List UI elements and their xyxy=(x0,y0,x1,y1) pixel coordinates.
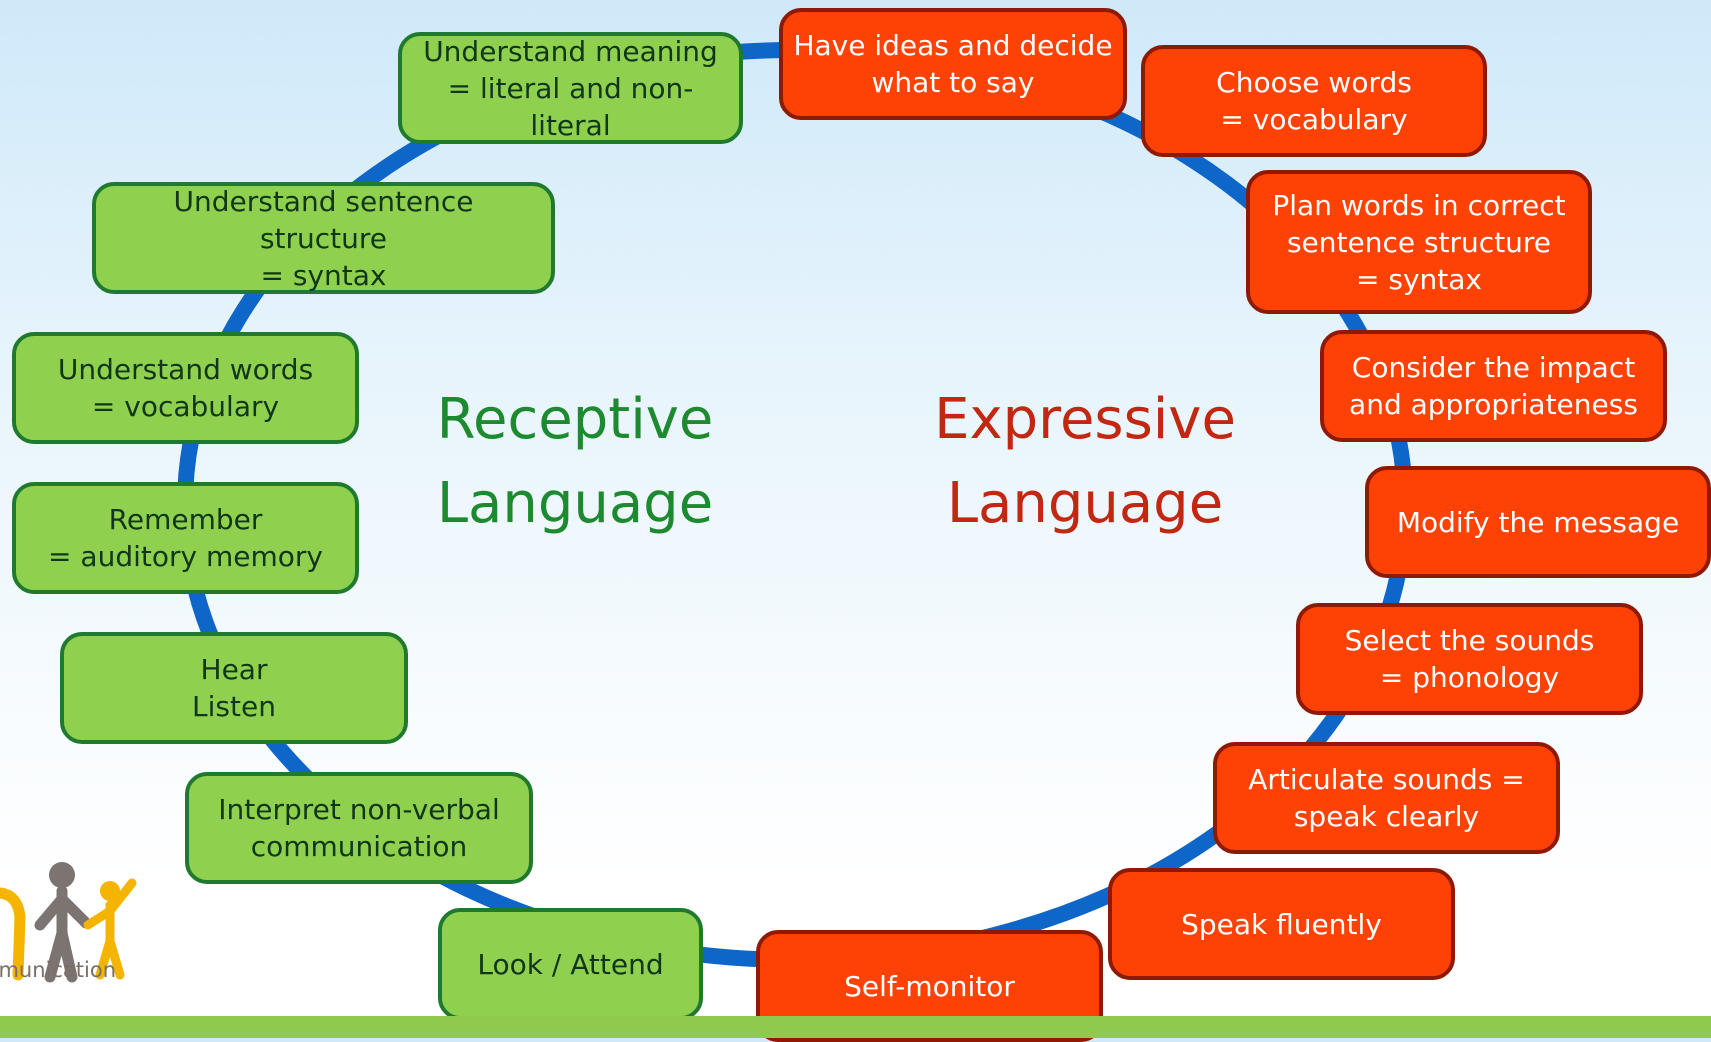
expressive-language-title: Expressive Language xyxy=(934,387,1236,536)
expressive-step-speak-fluently: Speak fluently xyxy=(1108,868,1455,980)
expressive-step-select-sounds: Select the sounds = phonology xyxy=(1296,603,1643,715)
expressive-step-label: Select the sounds = phonology xyxy=(1344,624,1595,694)
expressive-step-consider-impact: Consider the impact and appropriateness xyxy=(1320,330,1667,442)
receptive-step-label: Hear Listen xyxy=(192,653,276,723)
receptive-step-understand-meaning: Understand meaning = literal and non-lit… xyxy=(398,32,743,144)
receptive-step-label: Interpret non-verbal communication xyxy=(218,793,500,863)
logo-figures-icon xyxy=(0,862,137,983)
expressive-step-label: Plan words in correct sentence structure… xyxy=(1272,188,1566,296)
receptive-step-understand-words: Understand words = vocabulary xyxy=(12,332,359,444)
expressive-step-modify-message: Modify the message xyxy=(1365,466,1711,578)
receptive-step-interpret-non-verbal: Interpret non-verbal communication xyxy=(185,772,533,884)
expressive-step-label: Consider the impact and appropriateness xyxy=(1349,351,1638,421)
receptive-step-label: Understand meaning = literal and non-lit… xyxy=(423,34,718,142)
expressive-step-label: Choose words = vocabulary xyxy=(1216,66,1412,136)
expressive-step-label: Self-monitor xyxy=(844,969,1015,1003)
expressive-step-label: Have ideas and decide what to say xyxy=(793,29,1113,99)
receptive-step-hear-listen: Hear Listen xyxy=(60,632,408,744)
expressive-step-label: Modify the message xyxy=(1396,505,1680,539)
bottom-band xyxy=(0,1016,1711,1038)
receptive-step-understand-sentence-structure: Understand sentence structure = syntax xyxy=(92,182,555,294)
expressive-step-plan-words: Plan words in correct sentence structure… xyxy=(1246,170,1592,314)
receptive-step-label: Look / Attend xyxy=(477,947,664,981)
receptive-language-title: Receptive Language xyxy=(436,387,714,536)
expressive-step-have-ideas: Have ideas and decide what to say xyxy=(779,8,1127,120)
receptive-step-label: Remember = auditory memory xyxy=(48,503,323,573)
expressive-step-label: Articulate sounds = speak clearly xyxy=(1248,763,1525,833)
receptive-step-remember: Remember = auditory memory xyxy=(12,482,359,594)
expressive-step-articulate-sounds: Articulate sounds = speak clearly xyxy=(1213,742,1560,854)
expressive-step-choose-words: Choose words = vocabulary xyxy=(1141,45,1487,157)
receptive-step-label: Understand sentence structure = syntax xyxy=(173,184,474,292)
expressive-step-label: Speak fluently xyxy=(1181,907,1382,941)
receptive-step-label: Understand words = vocabulary xyxy=(57,353,314,423)
logo-text: mmunication xyxy=(0,958,117,982)
receptive-step-look-attend: Look / Attend xyxy=(438,908,703,1020)
